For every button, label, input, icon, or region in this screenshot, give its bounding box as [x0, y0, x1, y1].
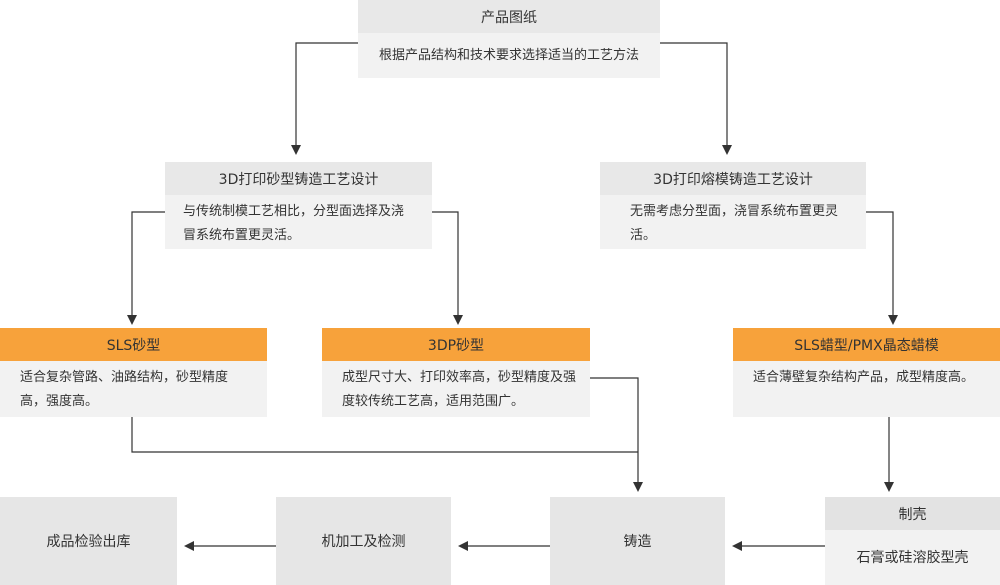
invest-design-desc: 无需考虑分型面，浇冒系统布置更灵活。 [600, 195, 866, 249]
3dp-sand-desc: 成型尺寸大、打印效率高，砂型精度及强度较传统工艺高，适用范围广。 [322, 361, 590, 417]
shell-title: 制壳 [825, 497, 1000, 530]
drawings-title: 产品图纸 [358, 0, 660, 33]
connector-sand-design-to-sls-sand [127, 211, 165, 325]
shell-desc: 石膏或硅溶胶型壳 [825, 530, 1000, 585]
connector-sand-design-to-3dp-sand [432, 211, 463, 325]
finished-box: 成品检验出库 [0, 497, 177, 585]
connector-invest-design-to-sls-wax [866, 211, 898, 325]
drawings-desc: 根据产品结构和技术要求选择适当的工艺方法 [358, 33, 660, 78]
connector-3dp-sand-to-casting [590, 377, 643, 492]
sand-design-title: 3D打印砂型铸造工艺设计 [165, 162, 432, 195]
sls-sand-title: SLS砂型 [0, 328, 267, 361]
machining-box: 机加工及检测 [276, 497, 451, 585]
connector-drawings-to-sand-design [291, 42, 358, 155]
connector-sls-sand-to-casting [131, 417, 638, 453]
sls-wax-title: SLS蜡型/PMX晶态蜡模 [733, 328, 1000, 361]
casting-box: 铸造 [550, 497, 725, 585]
sls-sand-desc: 适合复杂管路、油路结构，砂型精度高，强度高。 [0, 361, 267, 417]
3dp-sand-title: 3DP砂型 [322, 328, 590, 361]
connector-drawings-to-invest-design [660, 42, 732, 155]
invest-design-title: 3D打印熔模铸造工艺设计 [600, 162, 866, 195]
sand-design-desc: 与传统制模工艺相比，分型面选择及浇冒系统布置更灵活。 [165, 195, 432, 249]
sls-wax-desc: 适合薄壁复杂结构产品，成型精度高。 [733, 361, 1000, 417]
